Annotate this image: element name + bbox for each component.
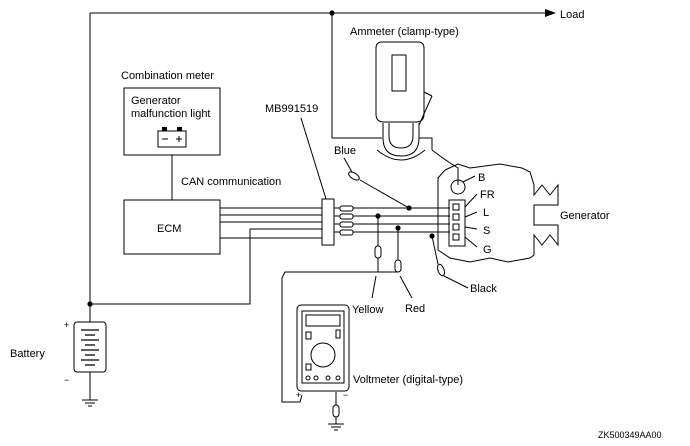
blue-probe	[348, 171, 410, 209]
connector-probe-pins	[334, 205, 354, 236]
red-probe	[394, 228, 402, 273]
mb991519-label: MB991519	[265, 103, 318, 115]
battery-plus: +	[64, 320, 69, 330]
black-probe	[431, 235, 445, 277]
can-label: CAN communication	[181, 176, 281, 188]
voltmeter-plus: +	[296, 390, 301, 400]
battery-label: Battery	[10, 348, 45, 360]
red-leader	[399, 275, 413, 299]
blue-label: Blue	[334, 145, 356, 157]
ecm-box	[123, 199, 221, 255]
yellow-label: Yellow	[352, 304, 383, 316]
voltmeter-label: Voltmeter (digital-type)	[353, 374, 463, 386]
combination-meter-label: Combination meter	[121, 70, 214, 82]
battery-minus: −	[64, 375, 69, 385]
generator-harness-wires	[353, 205, 450, 239]
blue-leader	[343, 157, 353, 173]
voltmeter-leads	[281, 271, 398, 431]
digital-voltmeter	[296, 304, 350, 392]
terminal-g-label: G	[483, 244, 492, 256]
red-label: Red	[405, 303, 425, 315]
battery-positive-wire	[87, 13, 322, 322]
clamp-ammeter	[331, 13, 459, 185]
load-label: Load	[560, 9, 584, 21]
mb991519-connector	[321, 198, 335, 246]
terminal-fr-label: FR	[480, 189, 495, 201]
load-wire	[90, 9, 556, 17]
generator-light-label-line1: Generator	[131, 95, 181, 107]
figure-code: ZK500349AA00	[598, 430, 662, 440]
terminal-b-label: B	[478, 172, 485, 184]
generator	[437, 163, 559, 263]
yellow-probe	[374, 216, 382, 272]
ammeter-label: Ammeter (clamp-type)	[350, 26, 459, 38]
generator-light-label-line2: malfunction light	[131, 108, 211, 120]
ecm-harness-wires	[220, 207, 322, 239]
terminal-l-label: L	[483, 207, 489, 219]
voltmeter-minus: −	[343, 390, 348, 400]
mb991519-leader	[300, 117, 327, 200]
combination-meter	[123, 87, 221, 156]
black-leader	[443, 275, 469, 289]
generator-label: Generator	[560, 210, 610, 222]
terminal-s-label: S	[483, 225, 490, 237]
black-label: Black	[470, 283, 497, 295]
battery	[73, 321, 107, 407]
ecm-label: ECM	[157, 223, 181, 235]
malfunction-light-battery-icon	[157, 127, 187, 148]
yellow-leader	[371, 275, 377, 299]
